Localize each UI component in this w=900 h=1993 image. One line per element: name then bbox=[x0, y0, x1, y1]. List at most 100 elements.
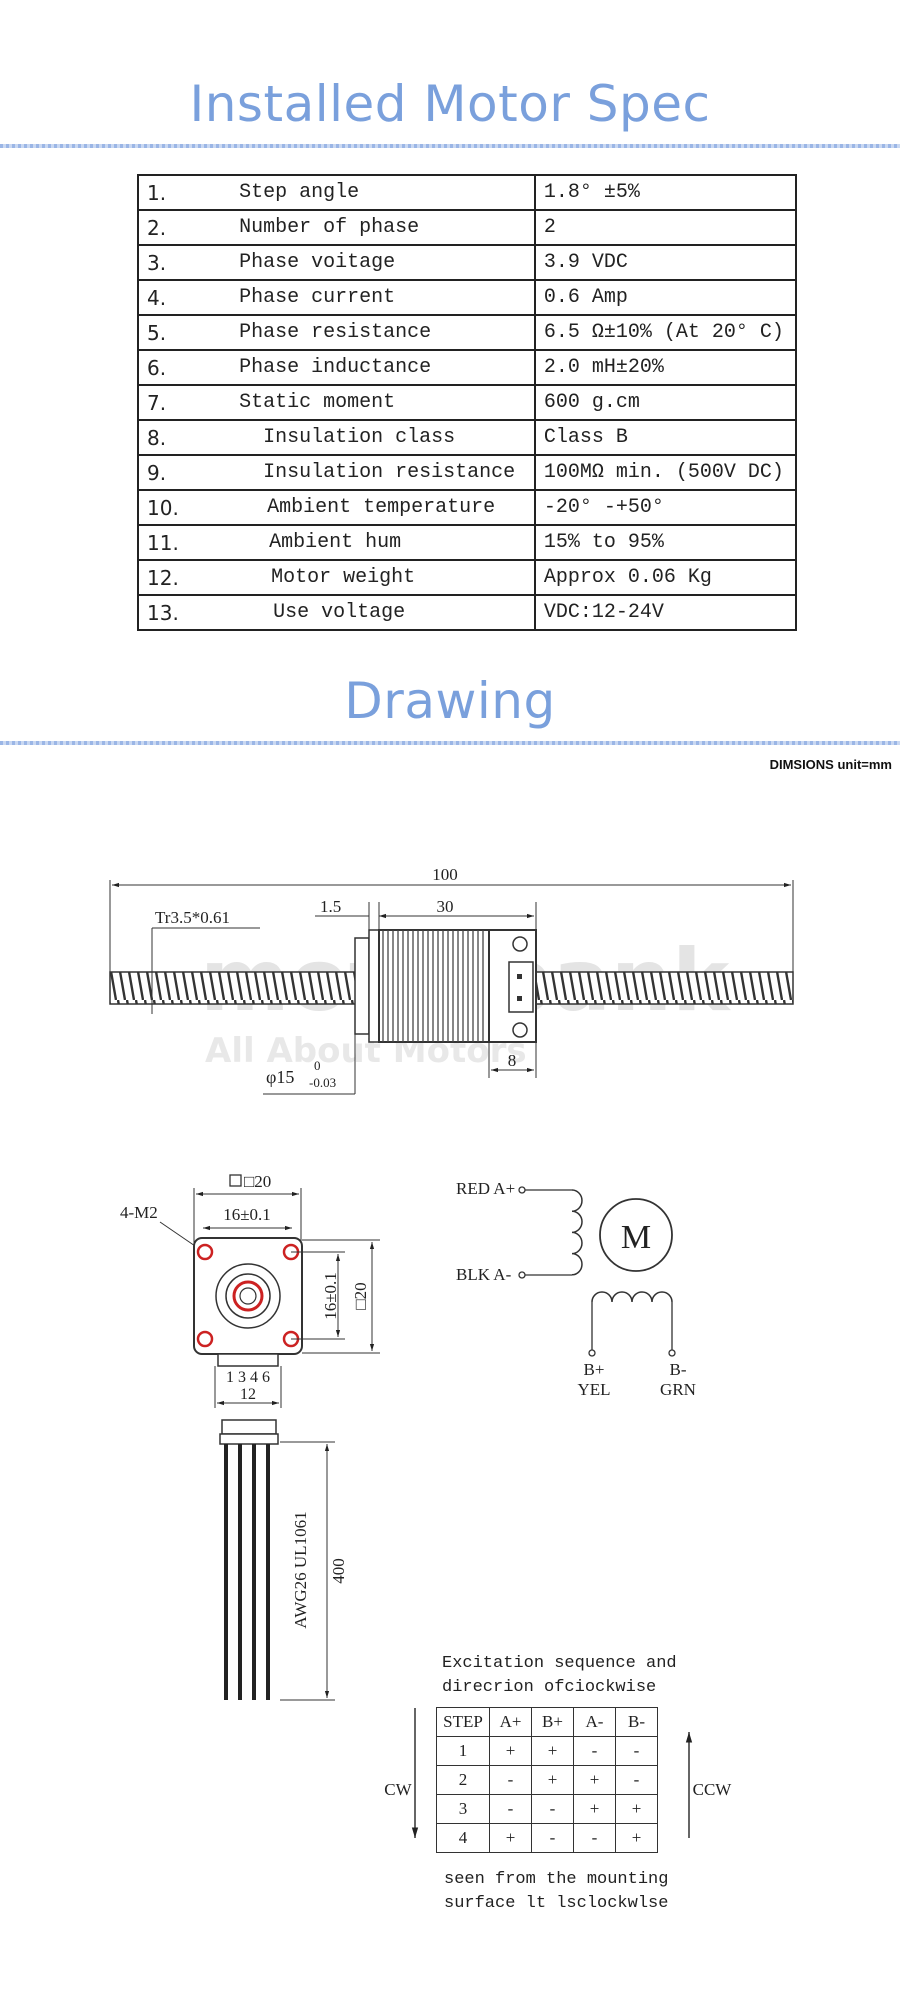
sequence-cell: + bbox=[573, 1765, 616, 1795]
spec-row-number: 12. bbox=[136, 559, 232, 596]
sequence-cell: 1 bbox=[436, 1736, 490, 1766]
drawing-title-rule bbox=[0, 741, 900, 745]
spec-row-value: 3.9 VDC bbox=[533, 244, 798, 281]
sequence-cell: - bbox=[531, 1823, 574, 1853]
wire-spec-label: AWG26 UL1061 bbox=[291, 1511, 310, 1628]
coil-b bbox=[591, 1291, 673, 1303]
boss-diameter-label: φ15 bbox=[266, 1067, 294, 1087]
spec-row-number: 13. bbox=[136, 594, 232, 631]
sequence-cell: + bbox=[489, 1823, 532, 1853]
ccw-label: CCW bbox=[693, 1780, 733, 1799]
rotation-indicators: CW CCW bbox=[384, 1708, 732, 1838]
wire-a-minus-label: BLK A- bbox=[456, 1265, 512, 1284]
dim-connector-label: 8 bbox=[508, 1051, 517, 1070]
sequence-cell: + bbox=[531, 1736, 574, 1766]
sequence-cell: 4 bbox=[436, 1823, 490, 1853]
spec-row: 10.Ambient temperature-20° -+50° bbox=[136, 489, 798, 526]
spec-row-number: 5. bbox=[136, 314, 232, 351]
sequence-row: 2-++- bbox=[436, 1765, 658, 1795]
spec-row-number: 2. bbox=[136, 209, 232, 246]
sequence-cell: - bbox=[615, 1736, 658, 1766]
spec-row-parameter: Phase resistance bbox=[231, 314, 536, 351]
wire-length-label: 400 bbox=[329, 1558, 348, 1584]
square-side-label: □20 bbox=[351, 1282, 370, 1309]
sequence-cell: - bbox=[573, 1736, 616, 1766]
dimensions-unit-note: DIMSIONS unit=mm bbox=[769, 757, 892, 772]
wire-a-plus-label: RED A+ bbox=[456, 1179, 515, 1198]
wire-b-plus-label: B+ bbox=[584, 1360, 605, 1379]
spec-row-number: 9. bbox=[136, 454, 232, 491]
mount-hole-tl bbox=[196, 1243, 214, 1261]
sequence-cell: + bbox=[615, 1794, 658, 1824]
spec-row-value: Class B bbox=[533, 419, 798, 456]
sequence-header-cell: A+ bbox=[489, 1707, 532, 1737]
spec-row-value: Approx 0.06 Kg bbox=[533, 559, 798, 596]
wire-b-minus-label: B- bbox=[670, 1360, 687, 1379]
spec-row-number: 3. bbox=[136, 244, 232, 281]
spec-row-parameter: Use voltage bbox=[231, 594, 536, 631]
spec-row-parameter: Phase voitage bbox=[231, 244, 536, 281]
holes-label: 4-M2 bbox=[120, 1203, 158, 1222]
spec-row-value: 600 g.cm bbox=[533, 384, 798, 421]
sequence-cell: - bbox=[573, 1823, 616, 1853]
sequence-row: 3--++ bbox=[436, 1794, 658, 1824]
sequence-row: 1++-- bbox=[436, 1736, 658, 1766]
spec-row-number: 4. bbox=[136, 279, 232, 316]
front-connector bbox=[217, 1353, 279, 1367]
holes-leader bbox=[159, 1221, 199, 1249]
spec-row-number: 8. bbox=[136, 419, 232, 456]
spec-row-number: 1. bbox=[136, 174, 232, 211]
sequence-row: 4+--+ bbox=[436, 1823, 658, 1853]
sequence-header-cell: A- bbox=[573, 1707, 616, 1737]
sequence-caption-line2: direcrion ofciockwise bbox=[442, 1678, 657, 1697]
motor-symbol bbox=[599, 1198, 673, 1272]
motor-front-view: □20 16±0.1 4-M2 16±0.1 □20 1 3 4 6 bbox=[120, 1172, 380, 1701]
spec-row-number: 7. bbox=[136, 384, 232, 421]
spec-section-title: Installed Motor Spec bbox=[189, 75, 711, 133]
sequence-cell: + bbox=[615, 1823, 658, 1853]
motor-side-view: 100 Tr3.5*0.61 bbox=[109, 865, 794, 1095]
spec-row-value: 1.8° ±5% bbox=[533, 174, 798, 211]
sequence-cell: - bbox=[531, 1794, 574, 1824]
spec-row-value: 2 bbox=[533, 209, 798, 246]
sequence-footer-line1: seen from the mounting bbox=[444, 1870, 669, 1889]
spec-row-parameter: Phase current bbox=[231, 279, 536, 316]
boss-tol-lower: -0.03 bbox=[309, 1075, 336, 1090]
dim-total-length-label: 100 bbox=[432, 865, 458, 884]
sequence-cell: - bbox=[489, 1794, 532, 1824]
spec-row-value: 100MΩ min. (500V DC) bbox=[533, 454, 798, 491]
mounting-flange bbox=[368, 929, 380, 1043]
connector-rivet-top bbox=[512, 936, 528, 952]
spec-row-parameter: Static moment bbox=[231, 384, 536, 421]
spec-row-parameter: Number of phase bbox=[231, 209, 536, 246]
sequence-cell: - bbox=[615, 1765, 658, 1795]
drawing-section-title: Drawing bbox=[344, 672, 556, 730]
dim-body-length-label: 30 bbox=[437, 897, 454, 916]
spec-row-number: 11. bbox=[136, 524, 232, 561]
shaft-nut bbox=[232, 1280, 264, 1312]
dim-flange-label: 1.5 bbox=[320, 897, 341, 916]
spec-title-rule bbox=[0, 144, 900, 148]
wiring-diagram: RED A+ BLK A- M B+ YEL B- GRN bbox=[456, 1179, 696, 1399]
hole-pitch-h-label: 16±0.1 bbox=[223, 1205, 271, 1224]
sequence-cell: - bbox=[489, 1765, 532, 1795]
sequence-cell: 2 bbox=[436, 1765, 490, 1795]
sequence-header-cell: STEP bbox=[436, 1707, 490, 1737]
mount-hole-bl bbox=[196, 1330, 214, 1348]
boss-outer bbox=[215, 1263, 281, 1329]
wire-b-plus-color: YEL bbox=[577, 1380, 610, 1399]
cable-plug bbox=[221, 1419, 277, 1435]
spec-row-parameter: Ambient temperature bbox=[231, 489, 536, 526]
hole-pitch-v-label: 16±0.1 bbox=[321, 1272, 340, 1320]
spec-row-value: VDC:12-24V bbox=[533, 594, 798, 631]
